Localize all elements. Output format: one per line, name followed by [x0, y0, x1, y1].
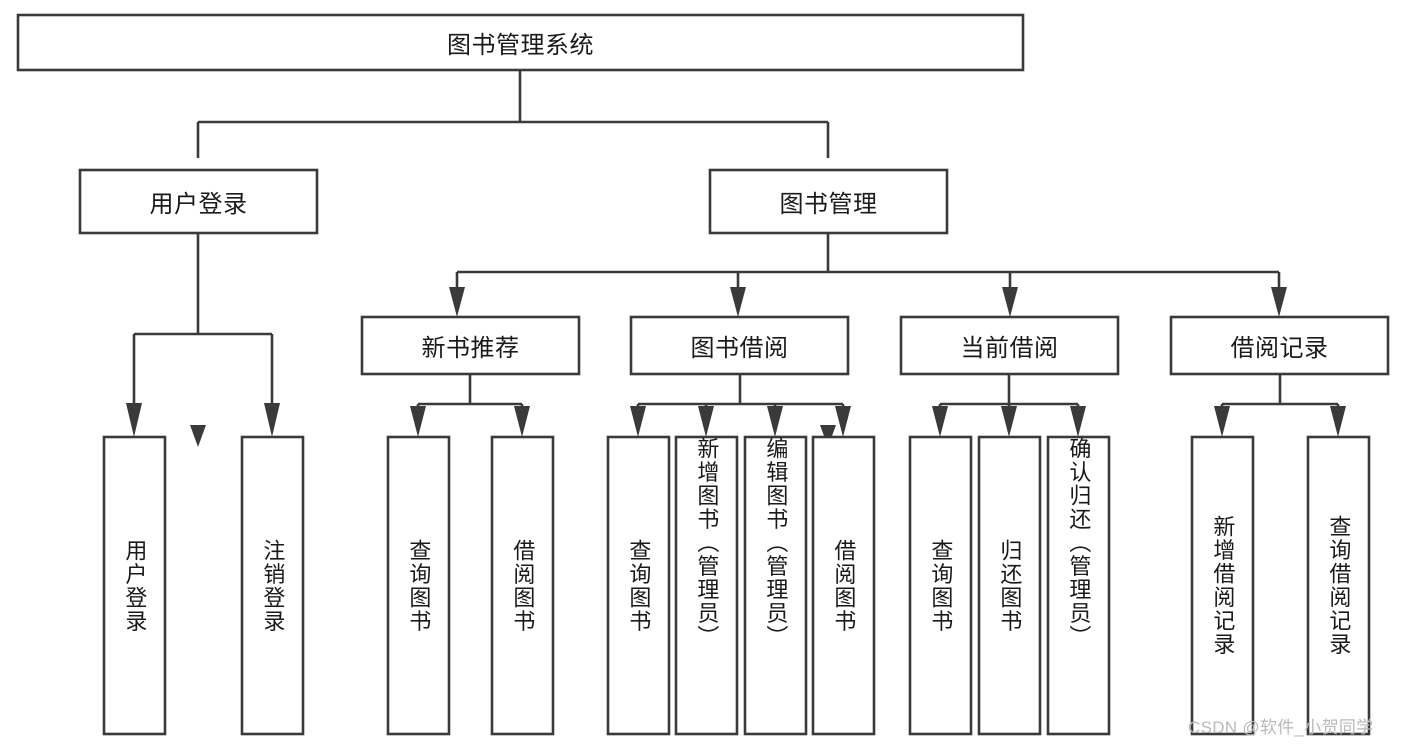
node-box-leaf-2[interactable] [240, 435, 305, 736]
arrowhead-leaf-8 [835, 406, 851, 437]
arrowhead-leaf-4 [514, 406, 530, 437]
node-box-leaf-12[interactable] [1190, 435, 1255, 736]
arrowhead-l3-4 [1271, 287, 1287, 317]
node-box-leaf-6[interactable] [674, 435, 739, 736]
node-box-leaf-4[interactable] [490, 435, 555, 736]
arrowhead-leaf-11 [1070, 406, 1086, 437]
arrowhead-l2-1 [190, 425, 206, 447]
node-box-leaf-9[interactable] [908, 435, 973, 736]
node-box-root[interactable] [16, 13, 1025, 72]
arrowhead-leaf-12 [1214, 406, 1230, 437]
node-box-leaf-10[interactable] [977, 435, 1042, 736]
node-box-leaf-13[interactable] [1306, 435, 1371, 736]
node-box-l3-4[interactable] [1169, 315, 1390, 376]
node-box-leaf-3[interactable] [386, 435, 451, 736]
arrowhead-leaf-7 [767, 406, 783, 437]
node-box-l3-1[interactable] [360, 315, 581, 376]
arrowheads [126, 287, 1346, 447]
node-box-leaf-11[interactable] [1046, 435, 1111, 736]
node-box-leaf-1[interactable] [102, 435, 167, 736]
watermark-text: CSDN @软件_小贺同学 [1188, 718, 1374, 737]
node-box-l2-1[interactable] [78, 168, 319, 235]
arrowhead-leaf-3 [410, 406, 426, 437]
node-box-leaf-5[interactable] [606, 435, 671, 736]
node-box-leaf-7[interactable] [743, 435, 808, 736]
arrowhead-l3-3 [1002, 287, 1018, 317]
arrowhead-leaf-1 [126, 403, 142, 437]
arrowhead-leaf-6 [698, 406, 714, 437]
node-box-l2-2[interactable] [708, 168, 949, 235]
node-box-l3-3[interactable] [899, 315, 1120, 376]
node-box-leaf-8[interactable] [811, 435, 876, 736]
arrowhead-leaf-10 [1001, 406, 1017, 437]
arrowhead-l3-1 [449, 287, 465, 317]
node-box-l3-2[interactable] [629, 315, 850, 376]
arrowhead-leaf-2 [264, 403, 280, 437]
arrowhead-leaf-13 [1330, 406, 1346, 437]
node-boxes [16, 13, 1390, 736]
arrowhead-leaf-5 [630, 406, 646, 437]
arrowhead-l3-2 [730, 287, 746, 317]
arrowhead-leaf-9 [932, 406, 948, 437]
